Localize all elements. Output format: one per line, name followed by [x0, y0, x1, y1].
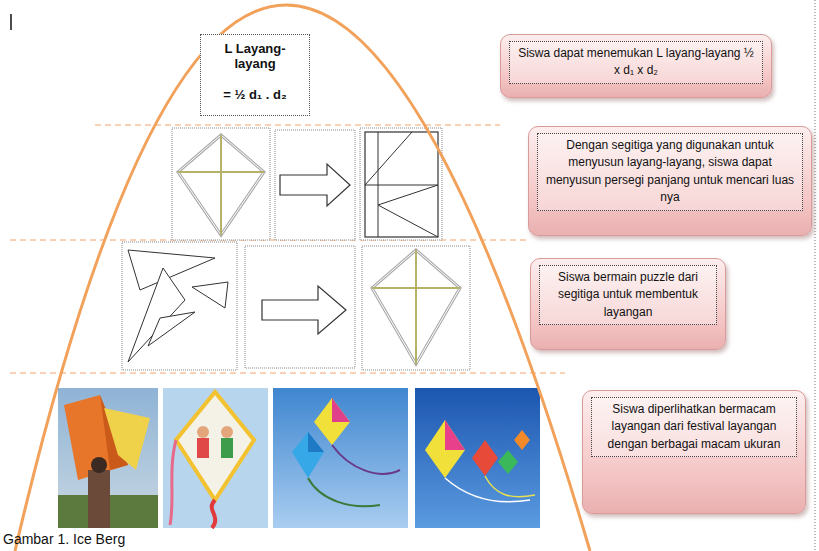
node-text: Siswa diperlihatkan bermacam layangan da…	[591, 397, 797, 457]
figure-caption: Gambar 1. Ice Berg	[3, 531, 125, 547]
formula-text: = ½ d₁ . d₂	[207, 87, 303, 102]
callout-box: Siswa dapat menemukan L layang-layang ½ …	[500, 34, 772, 98]
node-text: Siswa dapat menemukan L layang-layang ½ …	[509, 41, 763, 84]
callout-box: Siswa diperlihatkan bermacam layangan da…	[582, 390, 806, 514]
node-text: Dengan segitiga yang digunakan untuk men…	[537, 133, 803, 211]
callout-box: Dengan segitiga yang digunakan untuk men…	[528, 126, 812, 236]
formula-box: L Layang-layang = ½ d₁ . d₂	[200, 34, 310, 116]
node-text: Siswa bermain puzzle dari segitiga untuk…	[539, 265, 717, 325]
callout-box: Siswa bermain puzzle dari segitiga untuk…	[530, 258, 726, 350]
node-text: L Layang-layang	[207, 41, 303, 71]
